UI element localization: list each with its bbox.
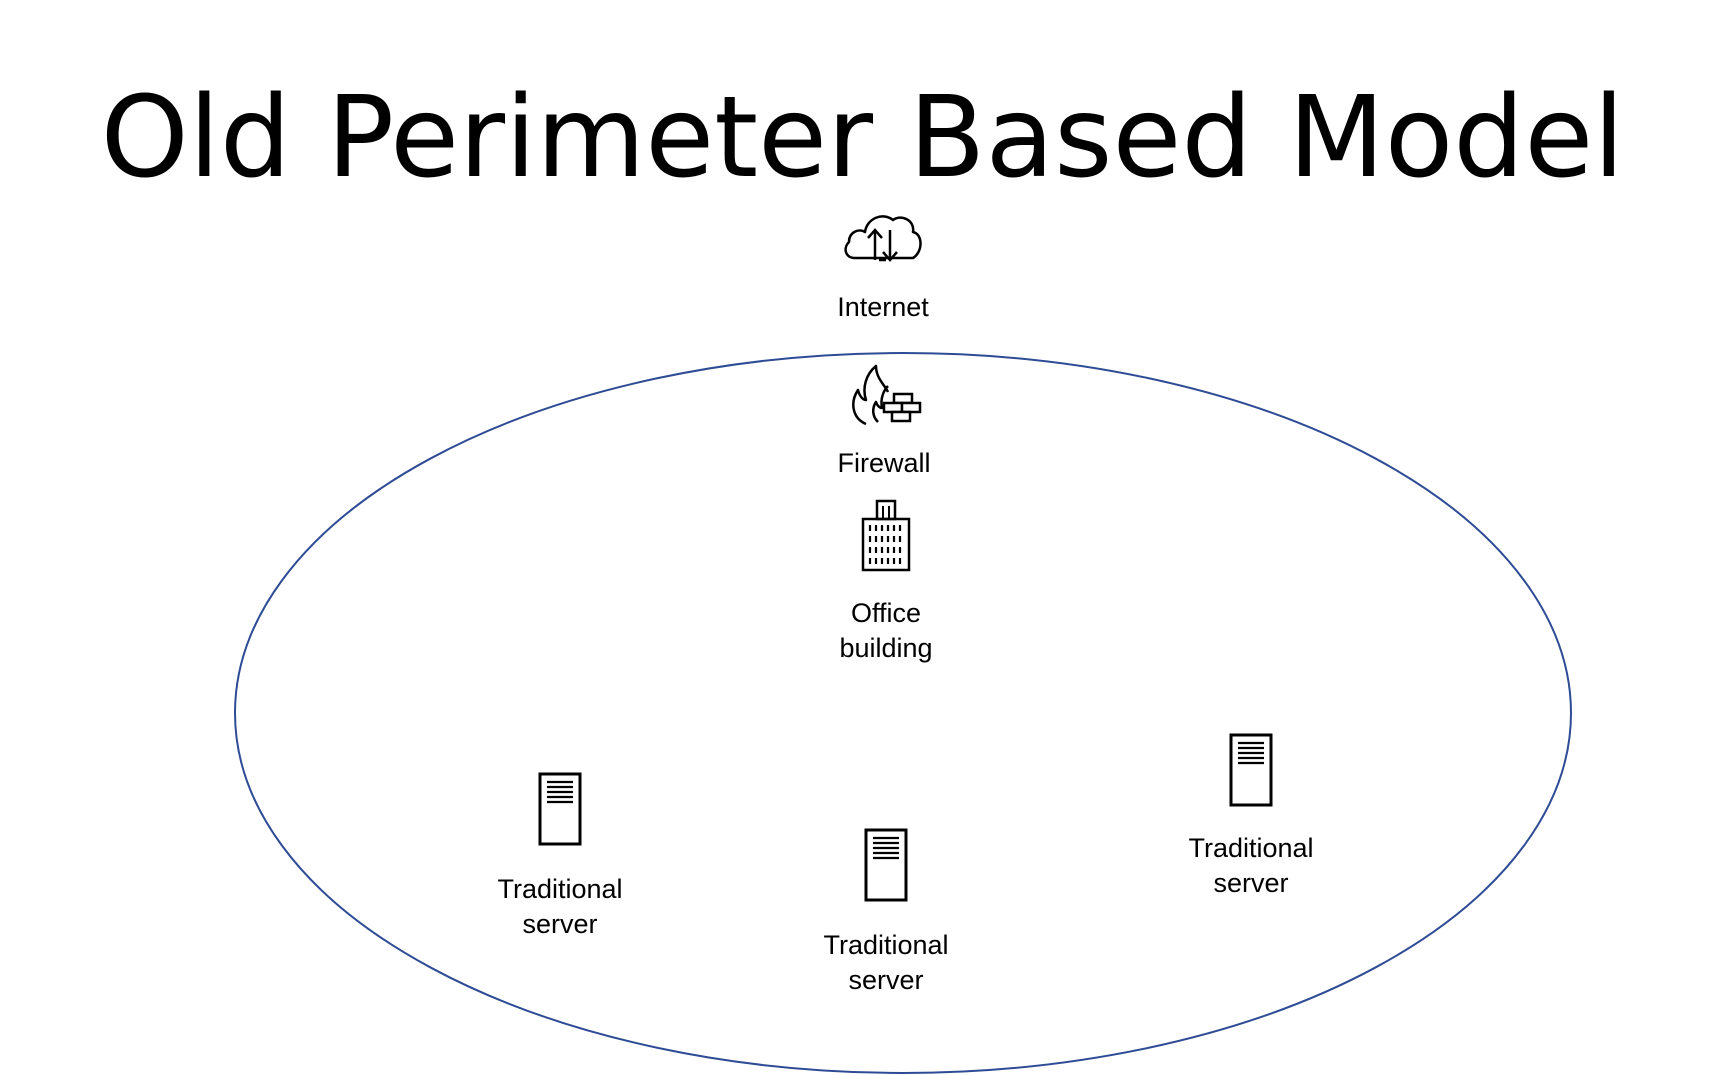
traditional-server-center-label: Traditional server xyxy=(823,930,949,995)
cloud-upload-download-icon xyxy=(844,215,922,262)
traditional-server-center-node: Traditional server xyxy=(776,828,996,998)
traditional-server-left-label: Traditional server xyxy=(497,874,623,939)
internet-node: Internet xyxy=(773,208,993,325)
traditional-server-right-node: Traditional server xyxy=(1141,733,1361,901)
slide-title: Old Perimeter Based Model xyxy=(100,73,1625,203)
traditional-server-right-label: Traditional server xyxy=(1188,833,1314,898)
office-building-icon xyxy=(861,499,911,572)
firewall-icon xyxy=(852,364,922,426)
perimeter-ellipse xyxy=(234,352,1572,1074)
firewall-node: Firewall xyxy=(774,362,994,481)
server-icon xyxy=(864,828,908,902)
office-building-label: Office building xyxy=(839,598,933,663)
firewall-label: Firewall xyxy=(837,448,931,478)
traditional-server-left-node: Traditional server xyxy=(450,772,670,942)
server-icon xyxy=(1229,733,1273,807)
internet-label: Internet xyxy=(837,292,929,322)
office-building-node: Office building xyxy=(776,498,996,666)
server-icon xyxy=(538,772,582,846)
